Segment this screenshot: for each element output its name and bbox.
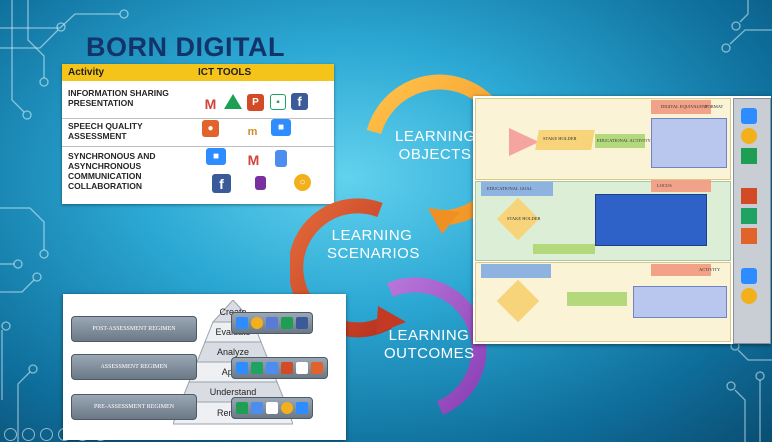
activity-label: ACTIVITY — [699, 267, 721, 272]
chat-icon — [281, 402, 293, 414]
google-drive-icon — [236, 402, 248, 414]
slide-sorter-button[interactable] — [58, 428, 71, 441]
google-drive-icon — [224, 94, 242, 109]
slides-icon: ▪ — [270, 94, 286, 110]
divider — [62, 118, 334, 119]
zoom-icon — [741, 268, 757, 284]
moodle-icon — [296, 362, 308, 374]
google-drive-icon — [741, 148, 757, 164]
slides-icon — [741, 208, 757, 224]
facebook-icon: f — [291, 93, 308, 110]
assessment-framework-diagram: STAKE HOLDER EDUCATIONAL ACTIVITY DIGITA… — [473, 96, 771, 344]
activity-shape — [567, 292, 627, 306]
activity-info-sharing: INFORMATION SHARING PRESENTATION — [68, 88, 169, 108]
list-box — [633, 286, 727, 318]
zoom-icon — [236, 317, 248, 329]
stake-holder-label: STAKE HOLDER — [543, 136, 577, 141]
list-box — [651, 118, 727, 168]
pen-tool-button[interactable] — [40, 428, 53, 441]
digital-equivalent-shape — [651, 100, 711, 114]
zoom-icon: ■ — [271, 119, 291, 136]
chat-icon — [741, 288, 757, 304]
educational-activity-label: EDUCATIONAL ACTIVITY — [597, 138, 651, 143]
microphone-icon: ● — [202, 120, 219, 137]
post-assessment-tools — [231, 312, 313, 334]
assessment-regimen: ASSESSMENT REGIMEN — [71, 354, 197, 380]
learning-outcomes-label: LEARNING OUTCOMES — [384, 327, 475, 362]
ict-tools-table: Activity ICT TOOLS INFORMATION SHARING P… — [62, 64, 334, 204]
microphone-icon — [311, 362, 323, 374]
activity-communication: SYNCHRONOUS AND ASYNCHRONOUS COMMUNICATI… — [68, 151, 156, 191]
google-docs-icon — [275, 150, 287, 167]
facebook-icon: f — [212, 174, 231, 193]
previous-slide-button[interactable] — [4, 428, 17, 441]
powerpoint-icon — [741, 188, 757, 204]
table-header: Activity ICT TOOLS — [62, 64, 334, 81]
header-ict-tools: ICT TOOLS — [198, 67, 252, 78]
powerpoint-icon — [281, 362, 293, 374]
zoom-button[interactable] — [76, 428, 89, 441]
slides-icon — [251, 362, 263, 374]
educational-goal-label: EDUCATIONAL GOAL — [487, 186, 533, 191]
activity-speech-quality: SPEECH QUALITY ASSESSMENT — [68, 121, 143, 141]
arrow-head — [428, 208, 460, 234]
chat-icon: ○ — [294, 174, 311, 191]
locus-label: LOCUS — [657, 183, 672, 188]
stake-holder-label: STAKE HOLDER — [507, 216, 541, 221]
learning-scenarios-label: LEARNING SCENARIOS — [327, 227, 420, 262]
onenote-icon — [255, 176, 266, 190]
google-docs-icon — [266, 362, 278, 374]
pre-assessment-tools — [231, 397, 313, 419]
arrow-shape — [509, 128, 539, 156]
microphone-icon — [741, 228, 757, 244]
learning-scenarios-arrow — [290, 198, 392, 338]
google-drive-icon — [281, 317, 293, 329]
activity-shape — [595, 134, 645, 148]
page-title: BORN DIGITAL — [86, 32, 285, 62]
play-button[interactable] — [22, 428, 35, 441]
post-assessment-regimen: POST-ASSESSMENT REGIMEN — [71, 316, 197, 342]
chat-icon — [741, 128, 757, 144]
divider — [62, 146, 334, 147]
assessment-pyramid: Create Evaluate Analyze Apply Understand… — [63, 294, 346, 440]
zoom-icon — [236, 362, 248, 374]
educational-goal-shape — [481, 182, 553, 196]
gmail-icon — [266, 402, 278, 414]
educational-goal-shape — [481, 264, 551, 278]
more-options-button[interactable] — [94, 428, 107, 441]
gmail-icon: M — [245, 151, 262, 168]
header-activity: Activity — [68, 67, 105, 78]
gmail-icon: M — [202, 95, 219, 112]
pre-assessment-regimen: PRE-ASSESSMENT REGIMEN — [71, 394, 197, 420]
digital-equivalent-shape — [651, 180, 711, 192]
calendar-icon — [251, 402, 263, 414]
zoom-icon — [296, 402, 308, 414]
zoom-icon: ■ — [206, 148, 226, 165]
format-label: FORMAT — [705, 104, 724, 109]
digital-equivalent-shape — [651, 264, 711, 276]
learning-objects-label: LEARNING OBJECTS — [395, 128, 476, 163]
powerpoint-icon: P — [247, 94, 264, 111]
zoom-icon — [741, 108, 757, 124]
chat-icon — [251, 317, 263, 329]
level-understand: Understand — [209, 387, 257, 397]
facebook-icon — [296, 317, 308, 329]
activity-bar — [533, 244, 595, 254]
moodle-icon: m — [244, 123, 261, 140]
central-box — [595, 194, 707, 246]
arrow-head — [376, 306, 406, 334]
digital-equivalent-label: DIGITAL EQUIVALENT — [661, 104, 709, 109]
docs-icon — [266, 317, 278, 329]
assessment-tools — [231, 357, 328, 379]
level-analyze: Analyze — [216, 347, 250, 357]
